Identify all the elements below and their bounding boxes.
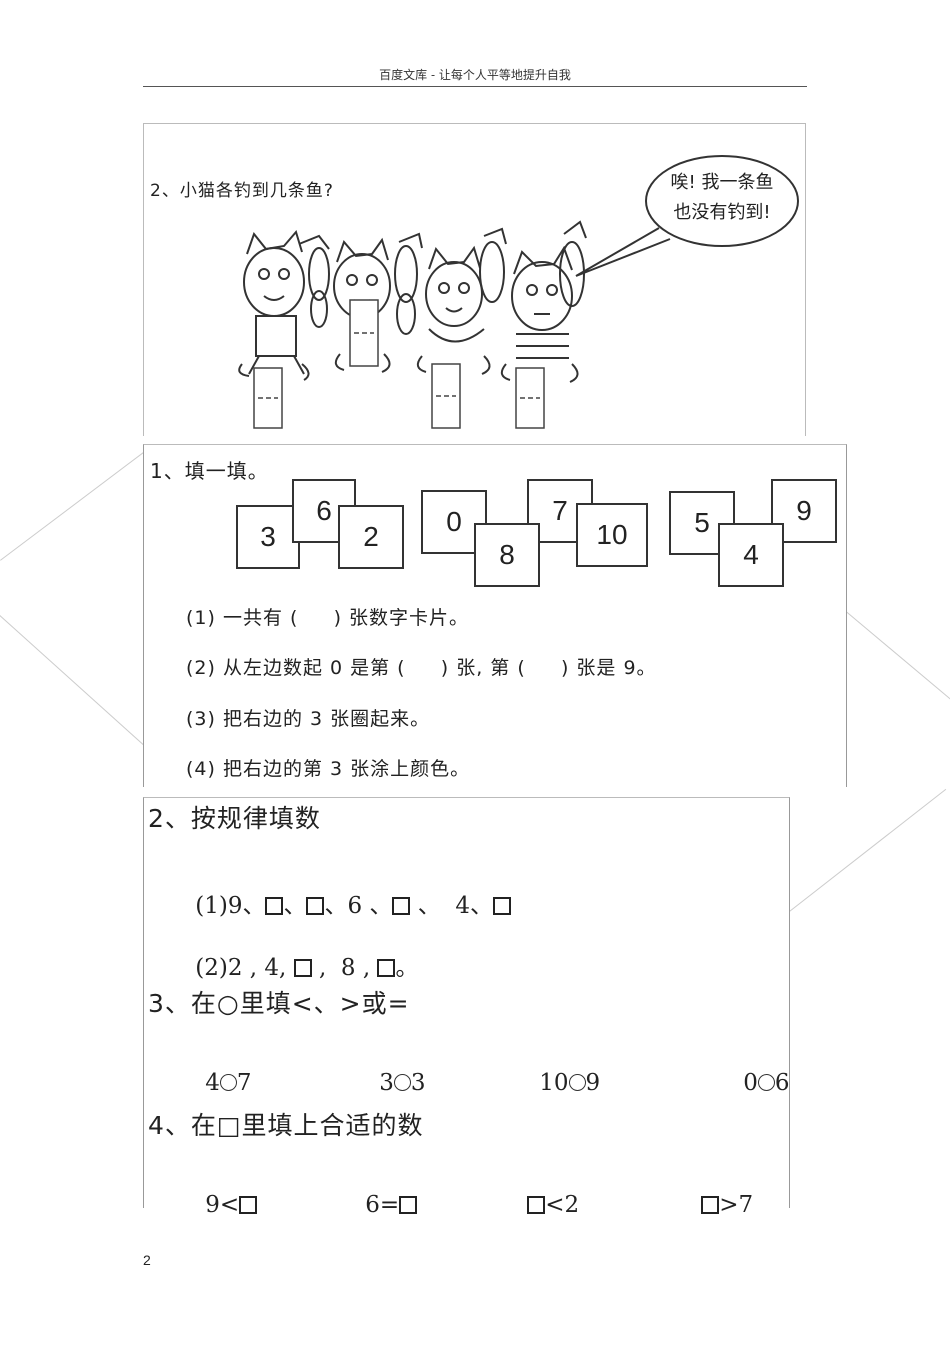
box-text: <2 [545, 1192, 580, 1218]
number-card: 4 [718, 523, 784, 587]
box-text: 6= [365, 1192, 400, 1218]
box-title: 4、在□里填上合适的数 [148, 1111, 424, 1140]
pattern-text: 、 [283, 893, 307, 919]
watermark-line [788, 788, 947, 913]
answer-box[interactable] [701, 1196, 720, 1214]
compare-circle[interactable] [757, 1074, 775, 1091]
bubble-line-1: 唉! 我一条鱼 [670, 172, 774, 193]
box-item: 6= [336, 1166, 418, 1244]
page-header: 百度文库 - 让每个人平等地提升自我 [379, 68, 571, 82]
answer-box[interactable] [377, 959, 396, 977]
compare-right: 3 [410, 1070, 426, 1096]
number-card: 2 [338, 505, 404, 569]
fill-title: 1、填一填。 [150, 459, 269, 483]
compare-right: 9 [585, 1070, 601, 1096]
number-card: 8 [474, 523, 540, 587]
number-cards-panel: 1、填一填。 3 6 2 0 7 10 8 5 9 4 (1) 一共有 ( ) … [143, 444, 847, 787]
compare-item: 10 9 [510, 1044, 600, 1122]
answer-box[interactable] [527, 1196, 546, 1214]
compare-left: 4 [205, 1070, 220, 1096]
pattern-text: (1)9、 [195, 893, 266, 919]
compare-left: 3 [379, 1070, 394, 1096]
pattern-text: 、6 、 [324, 893, 393, 919]
box-item: >7 [672, 1166, 753, 1244]
pattern-text: , 8 , [311, 955, 378, 981]
compare-title: 3、在○里填<、>或= [148, 989, 410, 1018]
number-card: 3 [236, 505, 300, 569]
speech-bubble-text: 唉! 我一条鱼 也没有钓到! [646, 168, 798, 228]
answer-box[interactable] [265, 897, 284, 915]
header-divider [143, 86, 807, 87]
compare-circle[interactable] [393, 1074, 411, 1091]
box-item: <2 [498, 1166, 579, 1244]
answer-box[interactable] [239, 1196, 258, 1214]
cat-1 [238, 229, 330, 381]
pattern-text: (2)2 , 4, [195, 955, 294, 981]
compare-right: 7 [236, 1070, 252, 1096]
compare-circle[interactable] [568, 1074, 586, 1091]
cats-fishing-panel: 2、小猫各钓到几条鱼? [143, 123, 806, 436]
box-item: 9< [176, 1166, 258, 1244]
answer-box[interactable] [306, 897, 325, 915]
cats-question-title: 2、小猫各钓到几条鱼? [150, 181, 334, 201]
cats-illustration [238, 155, 799, 429]
pattern-text: 。 [395, 955, 419, 981]
compare-circle[interactable] [219, 1074, 237, 1091]
fill-question-3: (3) 把右边的 3 张圈起来。 [186, 708, 431, 730]
exercises-panel: 2、按规律填数 (1)9、、、6 、 、 4、 (2)2 , 4, , 8 , … [143, 797, 790, 1218]
number-card: 0 [421, 490, 487, 554]
bubble-line-2: 也没有钓到! [673, 202, 771, 223]
fill-question-1: (1) 一共有 ( ) 张数字卡片。 [186, 607, 470, 629]
page-number: 2 [143, 1252, 151, 1268]
cat-4 [500, 220, 587, 383]
answer-box[interactable] [392, 897, 411, 915]
cat-3 [416, 227, 507, 375]
pattern-title: 2、按规律填数 [148, 804, 321, 833]
compare-right: 6 [774, 1070, 790, 1096]
answer-box[interactable] [493, 897, 511, 915]
compare-left: 0 [743, 1070, 758, 1096]
watermark-line [0, 615, 153, 753]
compare-left: 10 [539, 1070, 569, 1096]
answer-box[interactable] [399, 1196, 418, 1214]
box-text: >7 [719, 1192, 754, 1218]
box-text: 9< [205, 1192, 240, 1218]
answer-box[interactable] [293, 959, 312, 977]
pattern-line-2: (2)2 , 4, , 8 , 。 [166, 922, 418, 1008]
number-card: 10 [576, 503, 648, 567]
watermark-line [844, 610, 950, 701]
pattern-text: 、 4、 [410, 893, 493, 919]
fill-question-4: (4) 把右边的第 3 张涂上颜色。 [186, 758, 471, 780]
watermark-line [0, 445, 153, 561]
pattern-line-1: (1)9、、、6 、 、 4、 [166, 860, 511, 946]
fill-question-2: (2) 从左边数起 0 是第 ( ) 张, 第 ( ) 张是 9。 [186, 657, 657, 679]
